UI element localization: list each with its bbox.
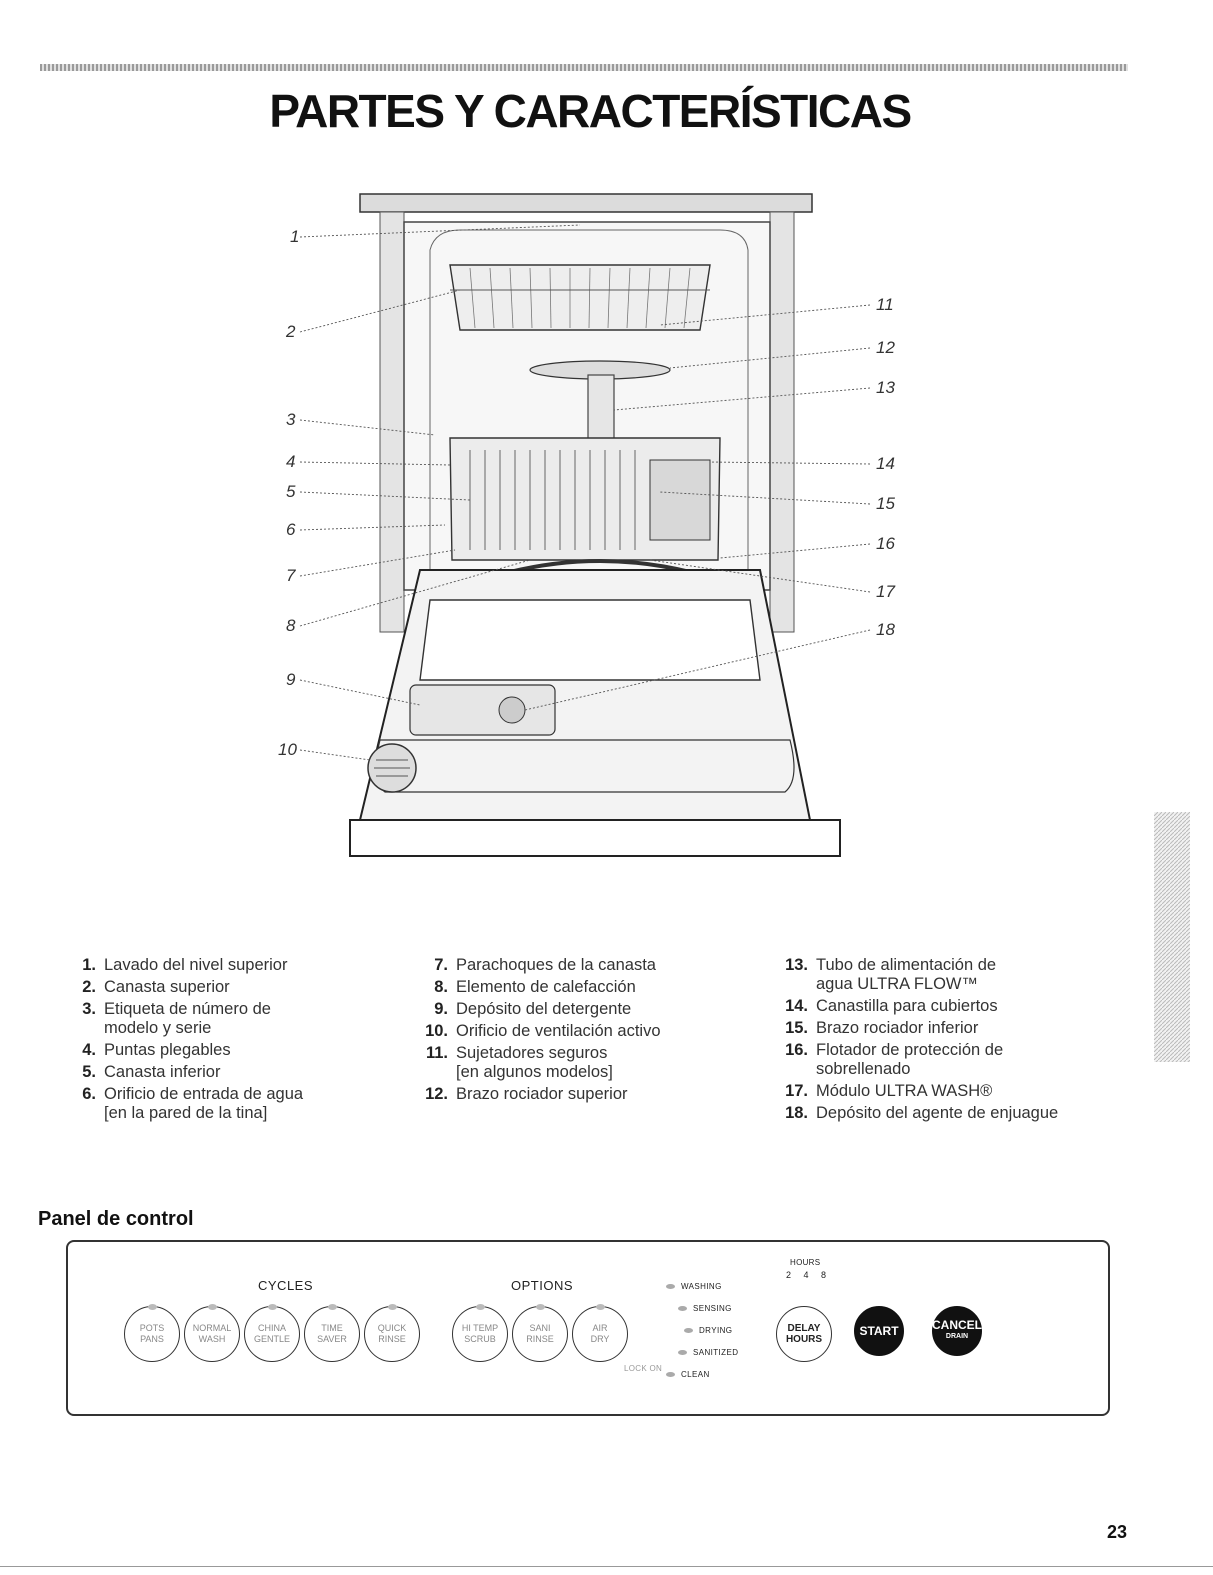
- callout-6: 6: [286, 520, 296, 539]
- list-item: 8.Elemento de calefacción: [434, 978, 636, 996]
- indicator-sanitized: SANITIZED: [678, 1348, 738, 1357]
- led-icon: [148, 1304, 157, 1310]
- lower-spray-arm: [509, 559, 691, 574]
- indicator-washing: WASHING: [666, 1282, 722, 1291]
- led-icon: [666, 1284, 675, 1289]
- upper-rack: [449, 264, 711, 331]
- list-item: 17.Módulo ULTRA WASH®: [785, 1082, 993, 1100]
- header-rule: [40, 64, 1128, 71]
- side-tab: [1150, 812, 1194, 1062]
- list-item: 12.Brazo rociador superior: [425, 1085, 628, 1103]
- callout-10: 10: [278, 740, 297, 759]
- list-item: 2.Canasta superior: [82, 978, 230, 996]
- led-icon: [208, 1304, 217, 1310]
- list-item: 5.Canasta inferior: [82, 1063, 221, 1081]
- parts-list-column-2: 7.Parachoques de la canasta 8.Elemento d…: [422, 956, 762, 1107]
- list-item: 6.Orificio de entrada de agua[en la pare…: [82, 1085, 304, 1122]
- list-item: 15.Brazo rociador inferior: [785, 1019, 979, 1037]
- left-cabinet-wall: [379, 211, 405, 633]
- callout-11: 11: [876, 295, 894, 314]
- options-label: OPTIONS: [511, 1278, 574, 1293]
- detergent-dispenser: [409, 684, 556, 736]
- list-item: 11.Sujetadores seguros[en algunos modelo…: [425, 1044, 613, 1081]
- callout-13: 13: [876, 378, 895, 397]
- parts-list-column-1: 1.Lavado del nivel superior 2.Canasta su…: [70, 956, 400, 1126]
- list-item: 1.Lavado del nivel superior: [82, 956, 288, 974]
- led-icon: [678, 1306, 687, 1311]
- door-base: [349, 819, 841, 857]
- page-number: 23: [1106, 1522, 1127, 1542]
- door-panel: [419, 599, 761, 681]
- callout-12: 12: [876, 338, 895, 357]
- list-item: 4.Puntas plegables: [82, 1041, 231, 1059]
- led-icon: [388, 1304, 397, 1310]
- led-icon: [536, 1304, 545, 1310]
- list-item: 7.Parachoques de la canasta: [434, 956, 656, 974]
- callout-16: 16: [876, 534, 895, 553]
- led-icon: [684, 1328, 693, 1333]
- control-panel-heading: Panel de control: [38, 1208, 194, 1230]
- lock-on-label: LOCK ON: [624, 1364, 663, 1373]
- cycles-label: CYCLES: [258, 1278, 314, 1293]
- list-item: 10.Orificio de ventilación activo: [425, 1022, 661, 1040]
- callout-2: 2: [285, 322, 296, 341]
- leader-lines: [299, 224, 871, 761]
- led-icon: [596, 1304, 605, 1310]
- callout-14: 14: [876, 454, 895, 473]
- callout-3: 3: [286, 410, 296, 429]
- callout-1: 1: [290, 227, 299, 246]
- hours-values: 2 4 8: [786, 1270, 832, 1280]
- callout-9: 9: [286, 670, 296, 689]
- right-cabinet-wall: [769, 211, 795, 633]
- list-item: 14.Canastilla para cubiertos: [785, 997, 998, 1015]
- callout-5: 5: [286, 482, 296, 501]
- callout-15: 15: [876, 494, 895, 513]
- tub-inner: [429, 229, 749, 571]
- led-icon: [678, 1350, 687, 1355]
- page-title: PARTES Y CARACTERÍSTICAS: [269, 85, 912, 137]
- indicator-drying: DRYING: [684, 1326, 732, 1335]
- countertop-strip: [359, 193, 813, 213]
- rinse-aid-dispenser: [498, 696, 526, 724]
- callout-8: 8: [286, 616, 296, 635]
- indicator-clean: CLEAN: [666, 1370, 710, 1379]
- led-icon: [476, 1304, 485, 1310]
- feed-tube: [587, 374, 615, 446]
- list-item: 18.Depósito del agente de enjuague: [785, 1104, 1059, 1122]
- callout-18: 18: [876, 620, 895, 639]
- callout-7: 7: [286, 566, 296, 585]
- dishwasher-diagram: 1 2 3 4 5 6 7 8 9 10 11 12 13 14 15 16 1…: [270, 180, 930, 860]
- led-icon: [666, 1372, 675, 1377]
- led-icon: [268, 1304, 277, 1310]
- start-button[interactable]: START: [854, 1306, 904, 1356]
- list-item: 9.Depósito del detergente: [434, 1000, 632, 1018]
- lower-rack: [449, 437, 721, 561]
- footer-rule: [0, 1566, 1213, 1567]
- silverware-basket: [649, 459, 711, 541]
- callout-4: 4: [286, 452, 295, 471]
- led-icon: [328, 1304, 337, 1310]
- hours-label: HOURS: [790, 1258, 821, 1267]
- callout-17: 17: [876, 582, 895, 601]
- indicator-sensing: SENSING: [678, 1304, 732, 1313]
